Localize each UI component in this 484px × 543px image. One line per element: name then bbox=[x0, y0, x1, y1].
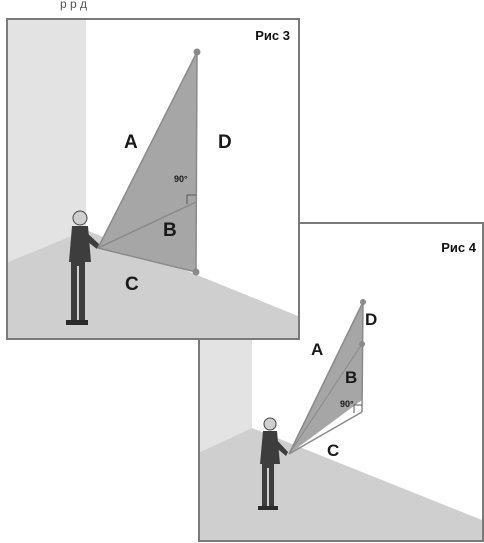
top-caption: р р д bbox=[60, 0, 88, 11]
label-a: A bbox=[311, 340, 324, 359]
measurement-triangle bbox=[98, 52, 197, 272]
line-a bbox=[97, 51, 198, 249]
line-inner bbox=[288, 343, 363, 455]
label-a: A bbox=[124, 132, 138, 153]
point-top bbox=[193, 48, 201, 56]
line-b bbox=[288, 411, 363, 455]
label-c: C bbox=[125, 274, 139, 295]
label-c: C bbox=[327, 441, 340, 460]
line-b bbox=[97, 201, 197, 249]
point-middle bbox=[359, 341, 365, 347]
line-d bbox=[361, 301, 364, 413]
label-d: D bbox=[218, 132, 232, 153]
person-figure bbox=[66, 210, 99, 325]
side-wall bbox=[8, 20, 86, 262]
figure-3-diagram bbox=[8, 20, 298, 338]
figure-3-title: Рис 3 bbox=[255, 28, 290, 43]
angle-label: 90° bbox=[340, 399, 354, 409]
line-c bbox=[97, 247, 197, 273]
angle-label: 90° bbox=[174, 174, 188, 184]
right-angle-mark bbox=[186, 194, 196, 204]
figure-4-title: Рис 4 bbox=[441, 240, 476, 255]
label-d: D bbox=[365, 310, 378, 329]
right-angle-mark bbox=[353, 404, 362, 413]
person-figure bbox=[258, 417, 288, 510]
label-b: B bbox=[345, 368, 358, 387]
label-b: B bbox=[163, 220, 177, 241]
point-top bbox=[360, 299, 366, 305]
line-d bbox=[195, 51, 198, 273]
point-bottom bbox=[192, 268, 200, 276]
line-a bbox=[288, 301, 364, 455]
figure-3-panel: Рис 3 A D B C 90° bbox=[6, 18, 300, 340]
